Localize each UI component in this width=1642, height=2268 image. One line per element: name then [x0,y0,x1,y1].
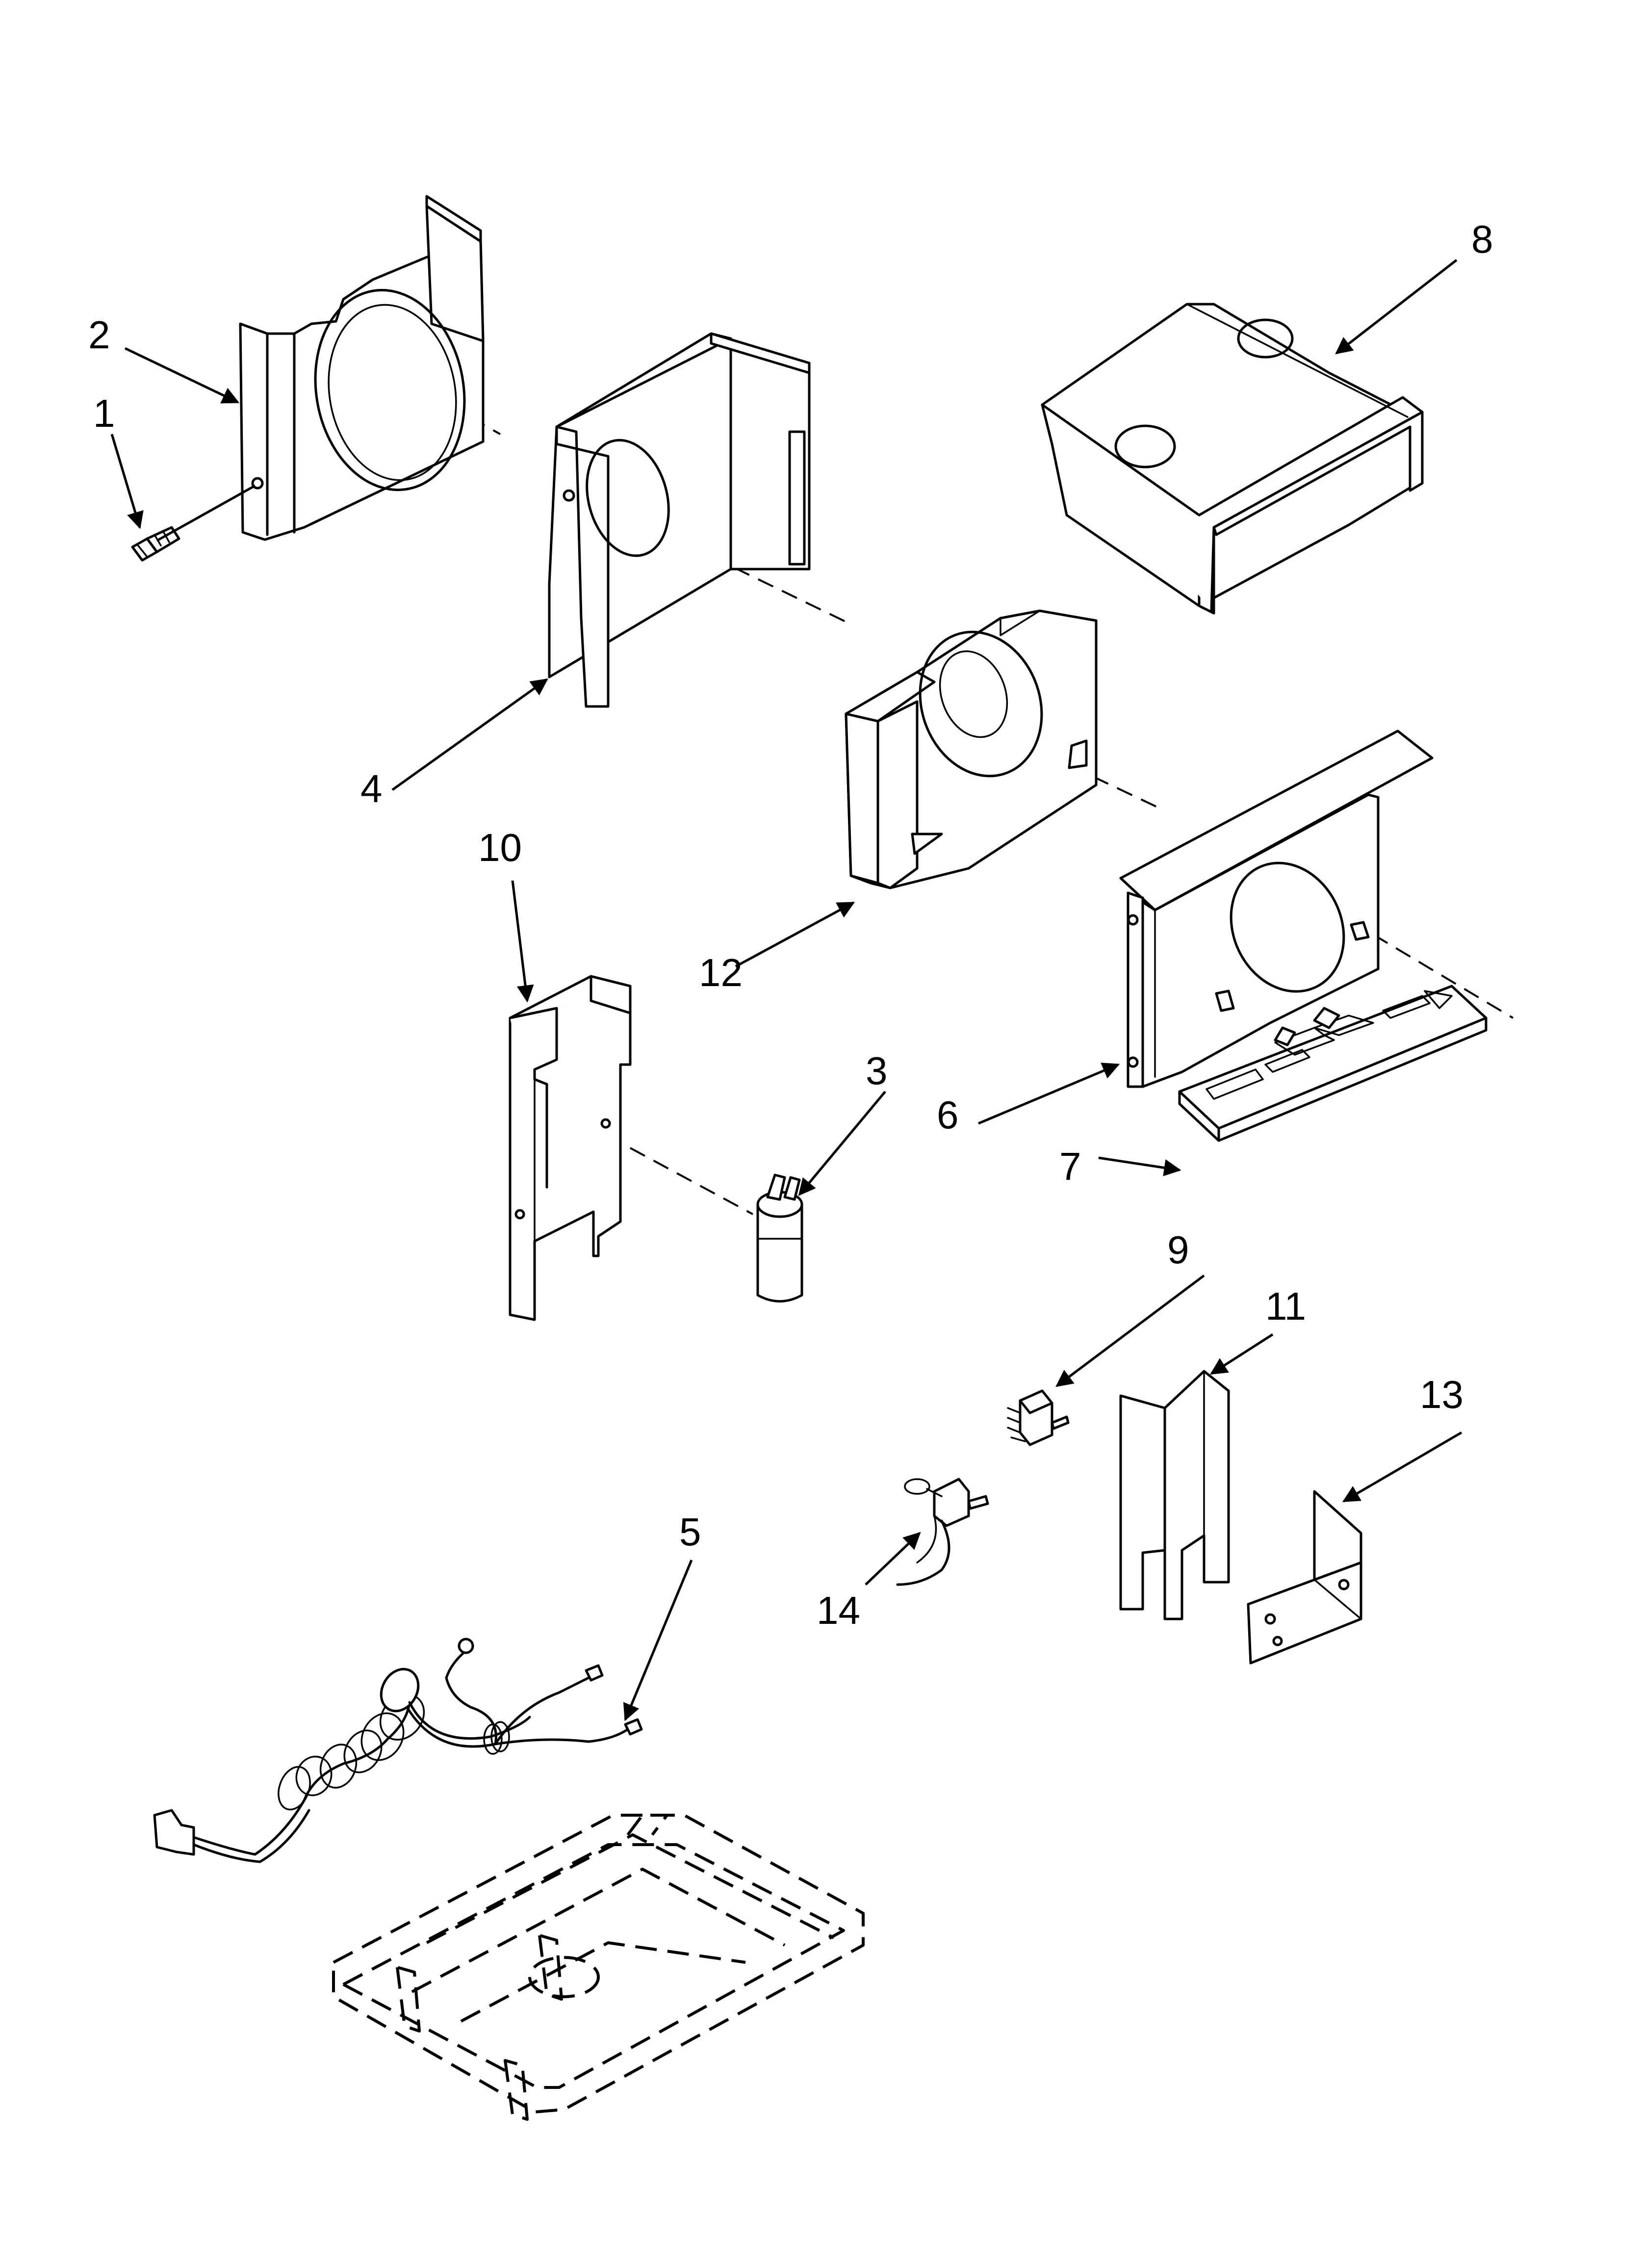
part-5-power-cord [153,1638,643,1863]
part-2-shroud-panel [239,195,485,541]
base-tray-ghost [332,1814,865,2121]
part-7-base-strip [1178,985,1488,1142]
callout-11: 11 [1265,1284,1306,1328]
part-14-thermostat [896,1478,989,1586]
part-6-cover-plate [1119,730,1434,1088]
callout-3: 3 [866,1049,888,1093]
part-3-capacitor [756,1173,803,1303]
callout-13: 13 [1420,1373,1463,1416]
part-12-orifice [845,609,1098,889]
part-11-channel [1119,1370,1230,1620]
callout-14: 14 [817,1589,860,1632]
part-8-top-cover [1041,303,1424,615]
part-13-plate [1247,1490,1362,1665]
callout-7: 7 [1059,1145,1081,1188]
callout-5: 5 [679,1510,701,1554]
part-10-bracket-plate [509,975,632,1321]
callout-8: 8 [1471,217,1493,261]
leader-lines [110,259,1462,1721]
callout-12: 12 [699,951,743,994]
callout-2: 2 [88,313,110,357]
callout-6: 6 [937,1093,959,1137]
callout-10: 10 [478,826,522,869]
part-9-switch [1007,1389,1070,1446]
part-4-bracket [548,332,811,708]
callout-9: 9 [1167,1228,1189,1272]
callout-labels: 1 2 3 4 5 6 7 8 9 10 11 12 13 14 [88,217,1493,1632]
callout-1: 1 [93,391,115,435]
callout-4: 4 [360,767,383,810]
